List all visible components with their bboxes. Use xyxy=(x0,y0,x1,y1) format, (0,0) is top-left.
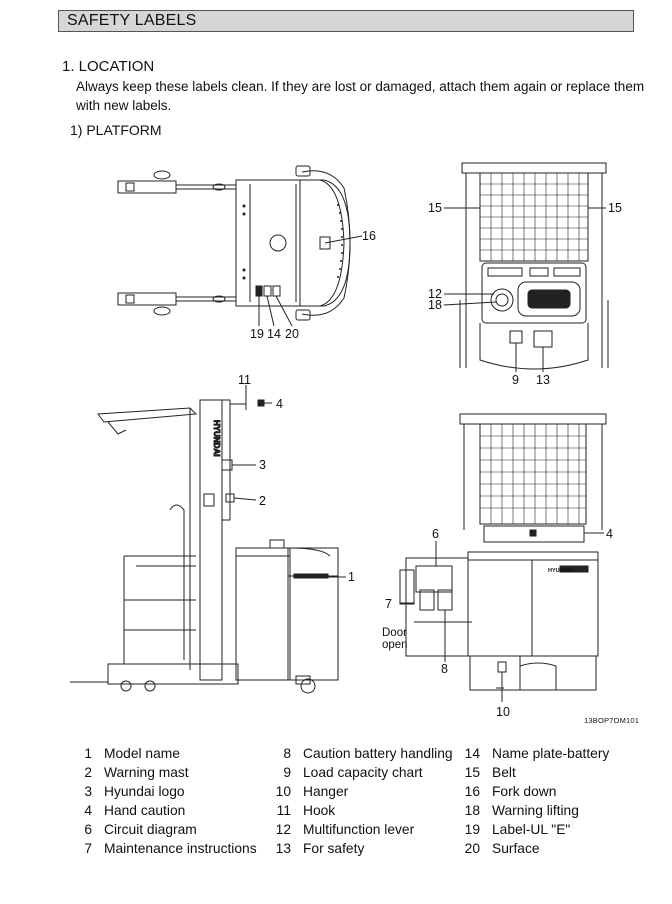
legend-item-label: Belt xyxy=(492,765,516,780)
label-location-drawing: HYUNDAI HYUNDAI 16 19 14 20 15 15 12 18 … xyxy=(70,162,622,719)
legend-item-number: 4 xyxy=(84,803,92,818)
callout-20: 20 xyxy=(285,327,299,341)
legend-item-number: 13 xyxy=(275,841,291,856)
intro-paragraph: Always keep these labels clean. If they … xyxy=(76,79,645,113)
legend-item-label: Surface xyxy=(492,841,540,856)
rear-view xyxy=(443,162,609,372)
callout-16: 16 xyxy=(362,229,376,243)
legend-item-number: 20 xyxy=(464,841,480,856)
legend-item-label: Circuit diagram xyxy=(104,822,197,837)
mast-logo-text: HYUNDAI xyxy=(212,420,221,456)
legend-item-label: Hyundai logo xyxy=(104,784,185,799)
callout-4-front: 4 xyxy=(606,527,613,541)
legend-item-number: 15 xyxy=(464,765,480,780)
legend-item-label: Load capacity chart xyxy=(303,765,423,780)
top-view xyxy=(117,165,363,327)
callout-10: 10 xyxy=(496,705,510,719)
door-open-label-line2: open xyxy=(382,639,408,651)
legend-item-label: Multifunction lever xyxy=(303,822,415,837)
callout-15-right: 15 xyxy=(608,201,622,215)
callout-15-left: 15 xyxy=(428,201,442,215)
callout-3: 3 xyxy=(259,458,266,472)
legend-item-label: Caution battery handling xyxy=(303,746,453,761)
figure-code: 13BOP7OM101 xyxy=(584,716,640,725)
callout-11: 11 xyxy=(238,373,251,387)
legend-item-label: Hand caution xyxy=(104,803,186,818)
legend-item-label: For safety xyxy=(303,841,365,856)
legend-item-number: 10 xyxy=(275,784,291,799)
front-view xyxy=(399,413,607,702)
counter-logo-text: HYUNDAI xyxy=(548,568,574,574)
callout-13: 13 xyxy=(536,373,550,387)
callout-7: 7 xyxy=(385,597,392,611)
legend-item-number: 8 xyxy=(283,746,291,761)
legend-item-number: 14 xyxy=(464,746,480,761)
legend-item-label: Name plate-battery xyxy=(492,746,610,761)
legend-item-number: 1 xyxy=(84,746,92,761)
callout-9: 9 xyxy=(512,373,519,387)
callout-1: 1 xyxy=(348,570,355,584)
legend-item-label: Warning lifting xyxy=(492,803,579,818)
callout-19: 19 xyxy=(250,327,264,341)
callout-12: 12 xyxy=(428,287,442,301)
legend-item-number: 9 xyxy=(283,765,291,780)
section-heading: 1. LOCATION xyxy=(62,58,155,75)
callout-4-side: 4 xyxy=(276,397,283,411)
legend-item-label: Fork down xyxy=(492,784,557,799)
sub-heading: 1) PLATFORM xyxy=(70,122,162,138)
callout-18: 18 xyxy=(428,298,442,312)
section-title-bar: SAFETY LABELS xyxy=(58,10,634,32)
legend-item-number: 6 xyxy=(84,822,92,837)
callout-8: 8 xyxy=(441,662,448,676)
legend-item-number: 19 xyxy=(464,822,480,837)
callout-2: 2 xyxy=(259,494,266,508)
legend-item-number: 18 xyxy=(464,803,480,818)
legend-item-label: Hook xyxy=(303,803,336,818)
page-title: SAFETY LABELS xyxy=(67,12,197,29)
callout-6: 6 xyxy=(432,527,439,541)
legend-item-number: 2 xyxy=(84,765,92,780)
callout-14: 14 xyxy=(267,327,281,341)
legend-item-number: 3 xyxy=(84,784,92,799)
door-open-label-line1: Door xyxy=(382,627,407,639)
legend-item-label: Hanger xyxy=(303,784,349,799)
legend-item-label: Model name xyxy=(104,746,180,761)
legend-item-number: 16 xyxy=(464,784,480,799)
legend-item-number: 11 xyxy=(276,803,291,818)
legend-item-label: Label-UL "E" xyxy=(492,822,571,837)
legend-item-number: 7 xyxy=(84,841,92,856)
side-view xyxy=(70,385,346,694)
legend-item-label: Maintenance instructions xyxy=(104,841,257,856)
legend-item-label: Warning mast xyxy=(104,765,189,780)
legend-item-number: 12 xyxy=(275,822,291,837)
